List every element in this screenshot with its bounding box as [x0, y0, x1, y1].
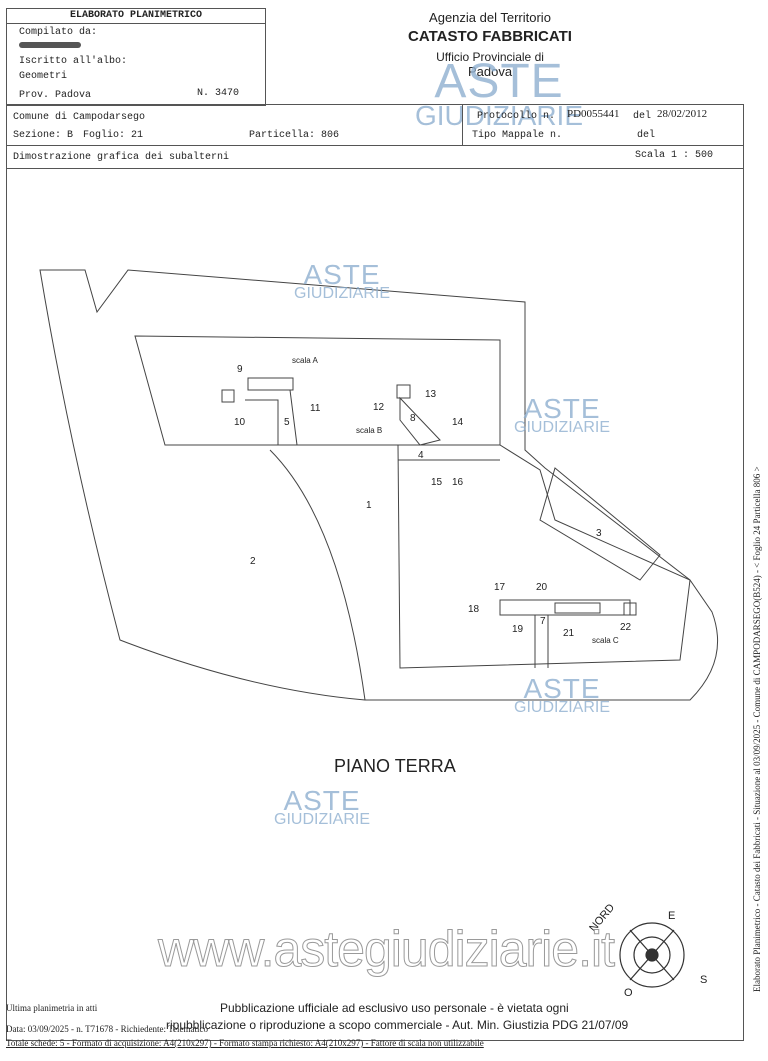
header-box: ELABORATO PLANIMETRICO Compilato da: Isc…: [6, 8, 266, 106]
unit-3: [539, 467, 661, 581]
plan-frame: [6, 167, 744, 1041]
sub-15: 15: [431, 477, 443, 488]
corridor-5: [245, 389, 298, 446]
sub-16: 16: [452, 477, 464, 488]
stair-b-wing: [399, 396, 441, 446]
lift-c: [623, 602, 637, 616]
protocollo-value: PD0055441: [567, 108, 620, 120]
registered-label: Iscritto all'albo:: [19, 56, 128, 67]
sub-3: 3: [596, 528, 602, 539]
lot-outline: [39, 269, 719, 701]
sub-17: 17: [494, 582, 506, 593]
sub-7: 7: [540, 616, 546, 627]
footer-publication-1: Pubblicazione ufficiale ad esclusivo uso…: [220, 1001, 569, 1015]
tipo-mappale-label: Tipo Mappale n.: [472, 130, 563, 141]
protocollo-del-label: del: [633, 111, 652, 122]
sub-12: 12: [373, 402, 385, 413]
sub-19: 19: [512, 624, 524, 635]
protocollo-label: Protocollo n.: [477, 111, 556, 122]
sub-14: 14: [452, 417, 464, 428]
compiled-by-label: Compilato da:: [19, 27, 98, 38]
sub-8: 8: [410, 413, 416, 424]
floor-label: PIANO TERRA: [334, 756, 456, 776]
sub-18: 18: [468, 604, 480, 615]
footer-last-plan: Ultima planimetria in atti: [6, 1003, 98, 1013]
compass: [619, 922, 685, 988]
sub-9: 9: [237, 364, 243, 375]
lift-b: [396, 384, 411, 399]
stair-c: [554, 602, 601, 614]
stair-label-c: scala C: [592, 636, 619, 645]
compass-south: S: [700, 974, 708, 986]
foglio: Foglio: 21: [83, 130, 144, 141]
sub-20: 20: [536, 582, 548, 593]
stair-label-a: scala A: [292, 356, 318, 365]
sub-5: 5: [284, 417, 290, 428]
agency-line2: CATASTO FABBRICATI: [408, 28, 572, 45]
redacted-name: [19, 42, 81, 48]
agency-line4: Padova: [467, 64, 513, 79]
building-north: [134, 335, 501, 446]
courtyard-boundary: [269, 449, 366, 701]
header-title: ELABORATO PLANIMETRICO: [69, 10, 203, 21]
scala: Scala 1 : 500: [635, 150, 714, 161]
registered-value: Geometri: [19, 71, 68, 82]
compass-east: E: [668, 910, 676, 922]
footer-publication-2: ripubblicazione o riproduzione a scopo c…: [166, 1018, 629, 1032]
sub-22: 22: [620, 622, 632, 633]
particella: Particella: 806: [249, 130, 340, 141]
side-text: Elaborato Planimetrico - Catasto dei Fab…: [752, 466, 762, 992]
sub-2: 2: [250, 556, 256, 567]
protocollo-date: 28/02/2012: [657, 108, 708, 120]
compass-west: O: [624, 987, 633, 999]
stair-a: [247, 377, 294, 391]
sub-10: 10: [234, 417, 246, 428]
sub-21: 21: [563, 628, 575, 639]
registration-number: N. 3470: [197, 88, 240, 99]
sezione: Sezione: B: [13, 130, 74, 141]
stair-label-b: scala B: [356, 426, 383, 435]
watermark-header: ASTE GIUDIZIARIE: [415, 55, 584, 132]
footer-data-line: Data: 03/09/2025 - n. T71678 - Richieden…: [6, 1024, 208, 1034]
sub-1: 1: [366, 500, 372, 511]
sub-11: 11: [310, 403, 321, 414]
comune: Comune di Campodarsego: [13, 112, 146, 123]
lift-a: [221, 389, 235, 403]
agency-line3: Ufficio Provinciale di: [436, 50, 544, 64]
footer-totals-line: Totale schede: 5 - Formato di acquisizio…: [6, 1038, 484, 1048]
sub-13: 13: [425, 389, 437, 400]
tipo-del-label: del: [637, 130, 656, 141]
watermark-url: www.astegiudiziarie.it: [158, 921, 616, 978]
province: Prov. Padova: [19, 90, 92, 101]
agency-line1: Agenzia del Territorio: [429, 10, 551, 25]
dimostrazione: Dimostrazione grafica dei subalterni: [13, 152, 230, 163]
sub-4: 4: [418, 450, 424, 461]
info-band: Comune di Campodarsego Sezione: B Foglio…: [6, 104, 744, 169]
building-central: [397, 444, 691, 669]
